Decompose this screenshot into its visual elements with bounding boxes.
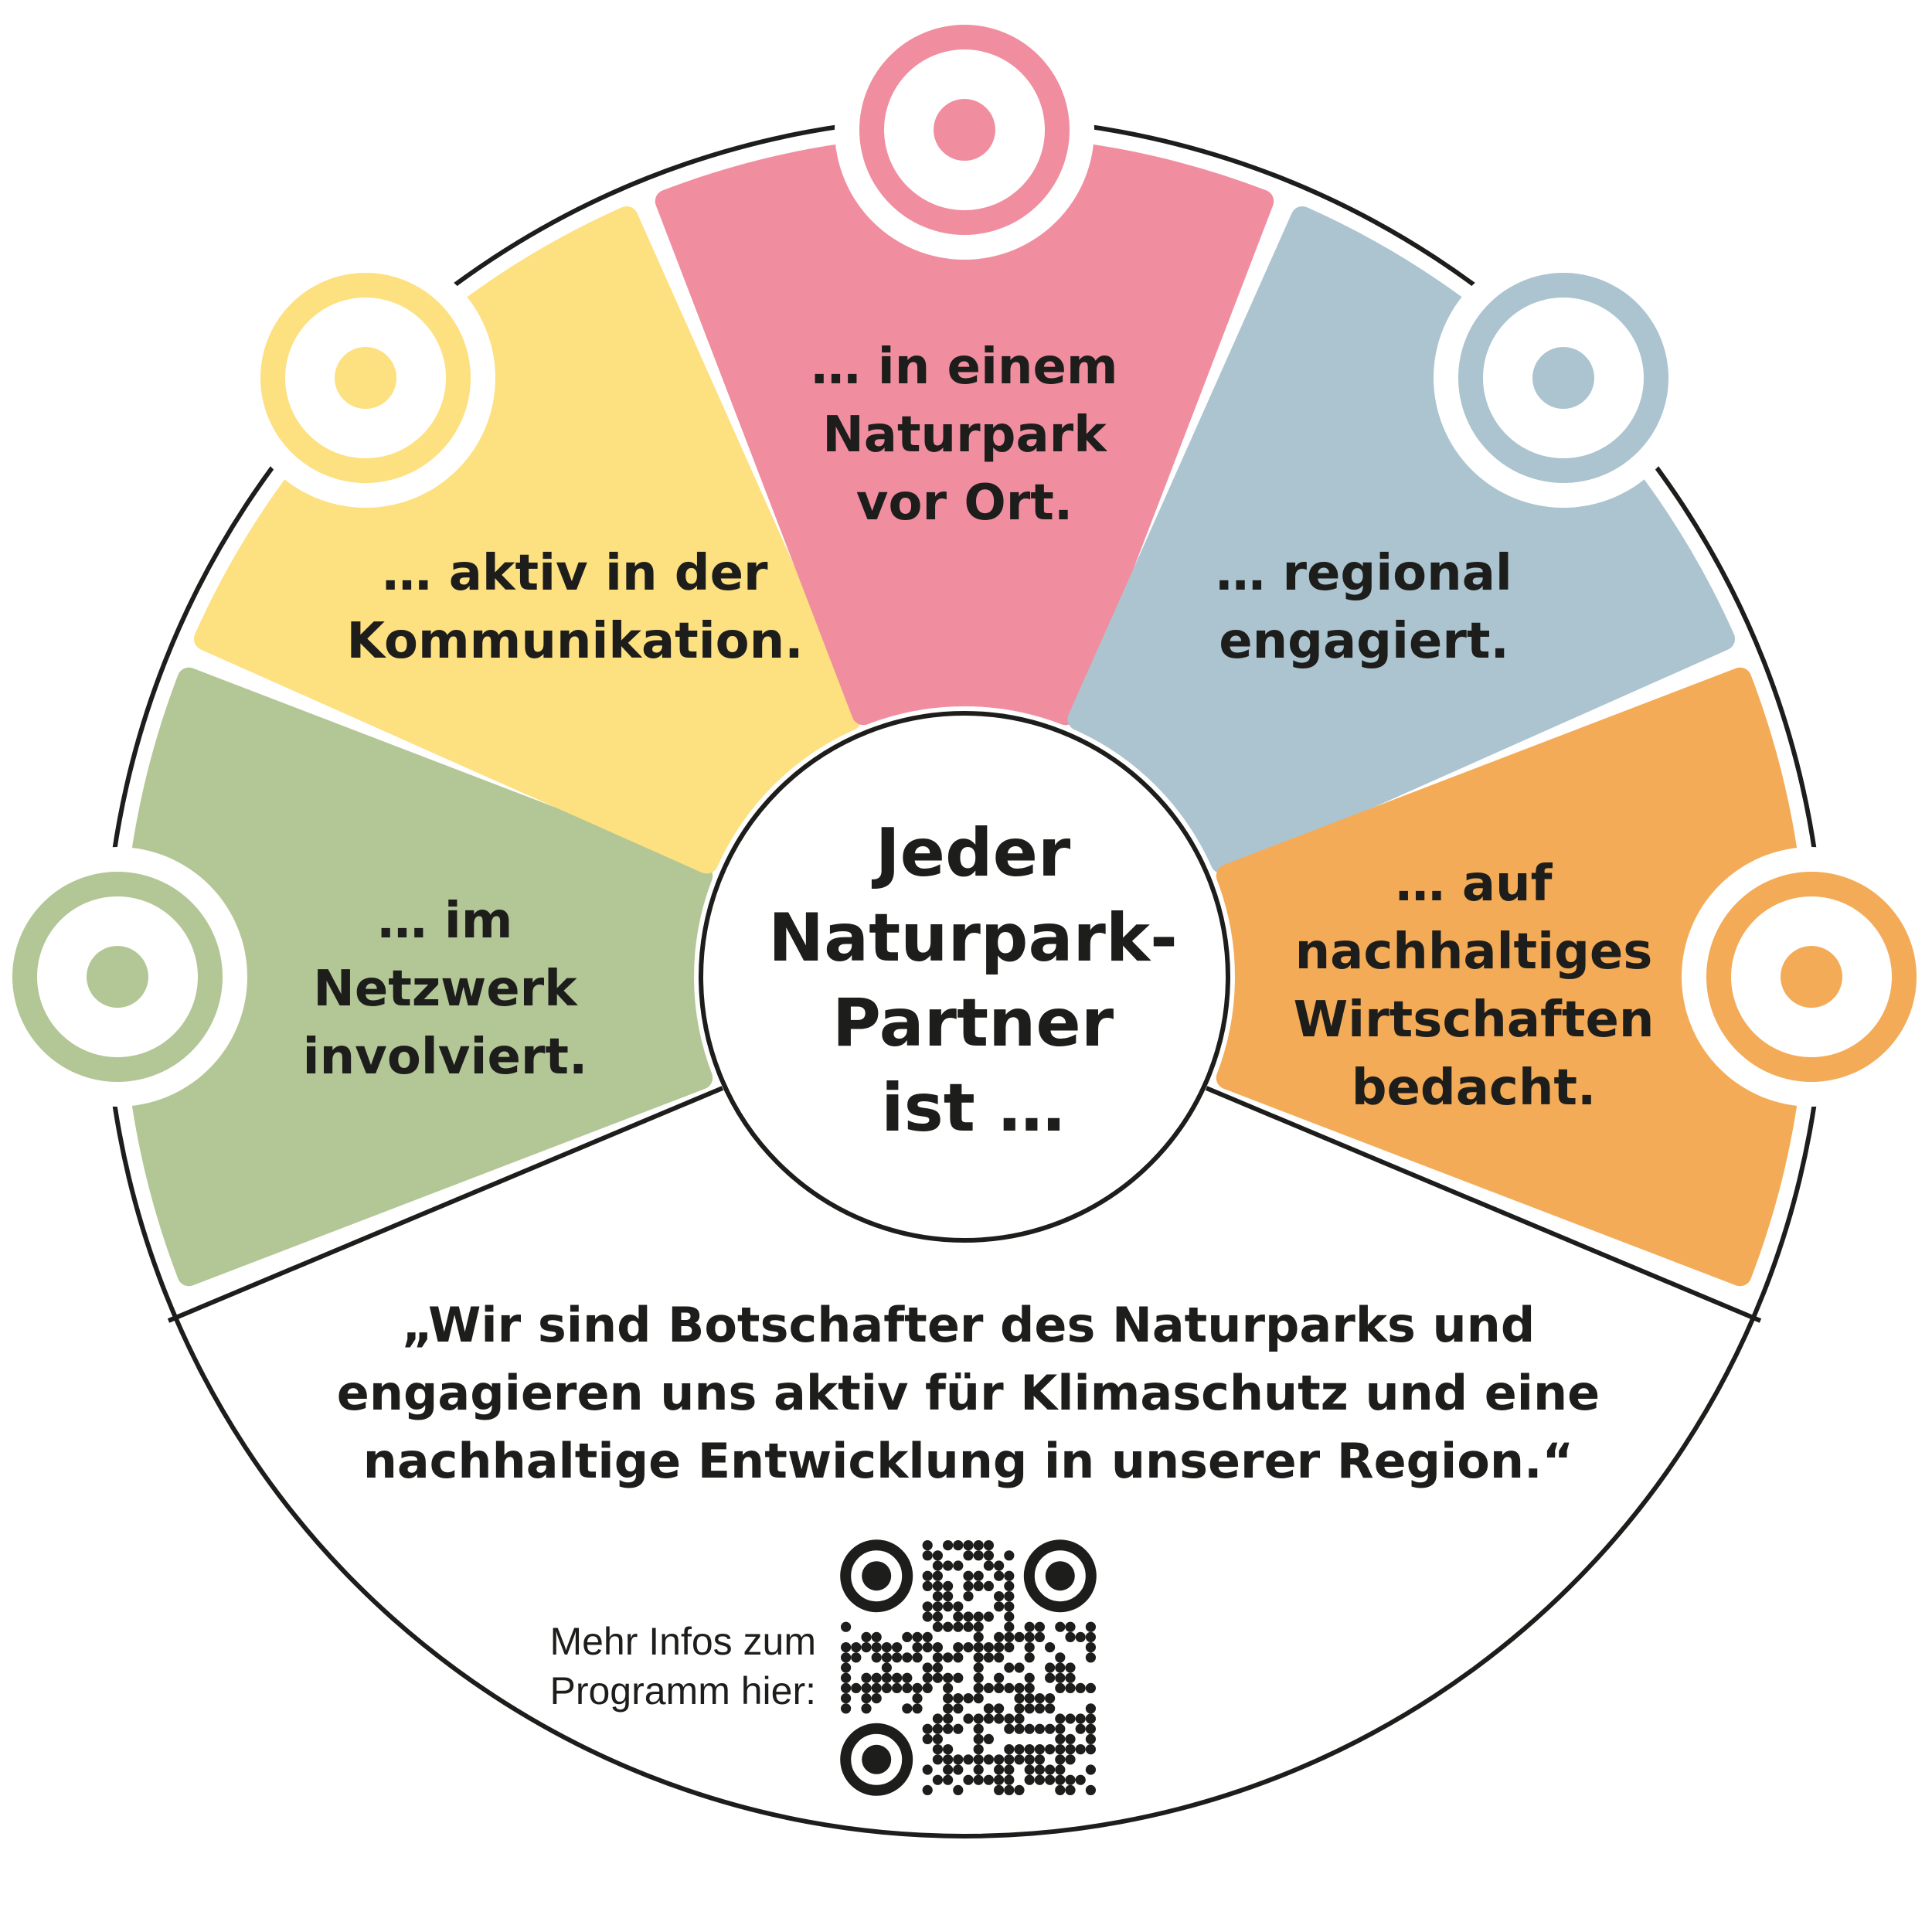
center-title-line: Naturpark- — [768, 900, 1178, 977]
target-icon-blue — [1433, 248, 1693, 509]
target-icon-yellow — [236, 248, 496, 509]
segment-text-green: … im — [378, 893, 513, 950]
center-title-line: ist … — [881, 1070, 1065, 1147]
segment-orange — [1216, 667, 1807, 1287]
segment-blue — [1067, 206, 1736, 874]
segment-text-yellow: Kommunikation. — [347, 613, 804, 670]
quote-line: nachhaltige Entwicklung in unserer Regio… — [363, 1433, 1574, 1489]
divider-left — [167, 1086, 724, 1323]
center-circle — [699, 711, 1230, 1243]
segment-pink — [655, 134, 1274, 726]
segment-text-pink: … in einem — [811, 338, 1117, 396]
segment-text-orange: Wirtschaften — [1294, 992, 1655, 1049]
divider-right — [1205, 1086, 1762, 1323]
segment-text-pink: vor Ort. — [856, 474, 1073, 532]
center-title-line: Jeder — [872, 815, 1071, 892]
segment-yellow — [193, 206, 862, 874]
segment-text-orange: nachhaltiges — [1295, 923, 1653, 981]
segment-text-green: Netzwerk — [313, 961, 578, 1018]
segment-text-pink: Naturpark — [822, 406, 1107, 464]
segment-text-blue: engagiert. — [1219, 613, 1509, 670]
quote-line: engagieren uns aktiv für Klimaschutz und… — [337, 1365, 1600, 1421]
quote-line: „Wir sind Botschafter des Naturparks und — [402, 1297, 1535, 1353]
segment-green — [122, 667, 713, 1287]
target-icon-pink — [835, 0, 1094, 260]
qr-code-icon[interactable] — [840, 1539, 1097, 1796]
segment-text-blue: … regional — [1216, 545, 1512, 602]
target-icon-green — [0, 847, 247, 1107]
qr-label-line: Programm hier: — [549, 1669, 816, 1713]
center-title-line: Partner — [832, 985, 1114, 1062]
segment-text-orange: bedacht. — [1352, 1060, 1597, 1117]
segment-text-yellow: … aktiv in der — [382, 545, 768, 602]
segment-text-green: involviert. — [303, 1029, 588, 1086]
target-icon-orange — [1682, 847, 1932, 1107]
qr-label-line: Mehr Infos zum — [549, 1620, 816, 1663]
segment-text-orange: … auf — [1396, 855, 1553, 913]
